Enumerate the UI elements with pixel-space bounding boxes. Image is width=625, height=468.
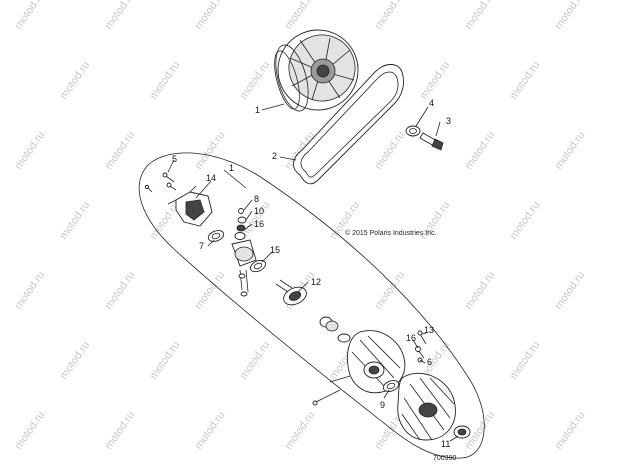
watermark-14: motod.ru <box>103 129 138 171</box>
watermark-40: motod.ru <box>103 409 138 451</box>
watermark-2: motod.ru <box>193 0 228 32</box>
watermark-7: motod.ru <box>58 59 93 101</box>
leader-lines <box>167 103 459 442</box>
watermark-19: motod.ru <box>553 129 588 171</box>
callout-7: 7 <box>199 241 204 251</box>
callout-labels: 1 2 3 4 5 1 14 8 10 16 7 15 12 13 16 6 9… <box>172 98 451 449</box>
driven-clutch-parts <box>144 172 471 441</box>
watermark-38: motod.ru <box>508 339 543 381</box>
callout-14: 14 <box>206 173 216 183</box>
copyright-notice: © 2015 Polaris Industries Inc. <box>345 229 437 237</box>
callout-11: 11 <box>441 439 450 449</box>
watermark-41: motod.ru <box>193 409 228 451</box>
callout-9: 9 <box>380 400 385 410</box>
watermark-26: motod.ru <box>13 269 48 311</box>
watermark-25: motod.ru <box>508 199 543 241</box>
watermark-17: motod.ru <box>373 129 408 171</box>
callout-1-lower: 1 <box>229 163 234 173</box>
watermark-5: motod.ru <box>463 0 498 32</box>
callout-10: 10 <box>254 206 264 216</box>
watermark-34: motod.ru <box>148 339 183 381</box>
callout-13: 13 <box>424 325 434 335</box>
watermark-45: motod.ru <box>553 409 588 451</box>
watermark-20: motod.ru <box>58 199 93 241</box>
watermark-28: motod.ru <box>193 269 228 311</box>
watermark-15: motod.ru <box>193 129 228 171</box>
washer-and-bolt <box>405 125 444 151</box>
watermark-27: motod.ru <box>103 269 138 311</box>
drive-clutch-assembly <box>274 29 359 112</box>
callout-1-upper: 1 <box>255 105 260 115</box>
watermark-12: motod.ru <box>508 59 543 101</box>
callout-5: 5 <box>172 154 177 164</box>
callout-16-right: 16 <box>406 333 416 343</box>
watermark-11: motod.ru <box>418 59 453 101</box>
watermark-3: motod.ru <box>283 0 318 32</box>
watermark-1: motod.ru <box>103 0 138 32</box>
watermark-4: motod.ru <box>373 0 408 32</box>
callout-12: 12 <box>311 277 321 287</box>
callout-8: 8 <box>254 194 259 204</box>
callout-2: 2 <box>272 151 277 161</box>
watermark-8: motod.ru <box>148 59 183 101</box>
callout-15: 15 <box>270 245 280 255</box>
callout-16-left: 16 <box>254 219 264 229</box>
callout-6: 6 <box>427 357 432 367</box>
watermark-31: motod.ru <box>463 269 498 311</box>
callout-3: 3 <box>446 116 451 126</box>
watermark-13: motod.ru <box>13 129 48 171</box>
watermark-39: motod.ru <box>13 409 48 451</box>
callout-4: 4 <box>429 98 434 108</box>
watermark-33: motod.ru <box>58 339 93 381</box>
watermark-32: motod.ru <box>553 269 588 311</box>
watermark-42: motod.ru <box>283 409 318 451</box>
watermark-30: motod.ru <box>373 269 408 311</box>
diagram-id: 700390 <box>433 455 456 462</box>
watermark-0: motod.ru <box>13 0 48 32</box>
watermark-6: motod.ru <box>553 0 588 32</box>
assembly-boundary <box>138 152 485 459</box>
drive-belt <box>293 64 405 185</box>
watermark-9: motod.ru <box>238 59 273 101</box>
watermark-18: motod.ru <box>463 129 498 171</box>
watermark-35: motod.ru <box>238 339 273 381</box>
